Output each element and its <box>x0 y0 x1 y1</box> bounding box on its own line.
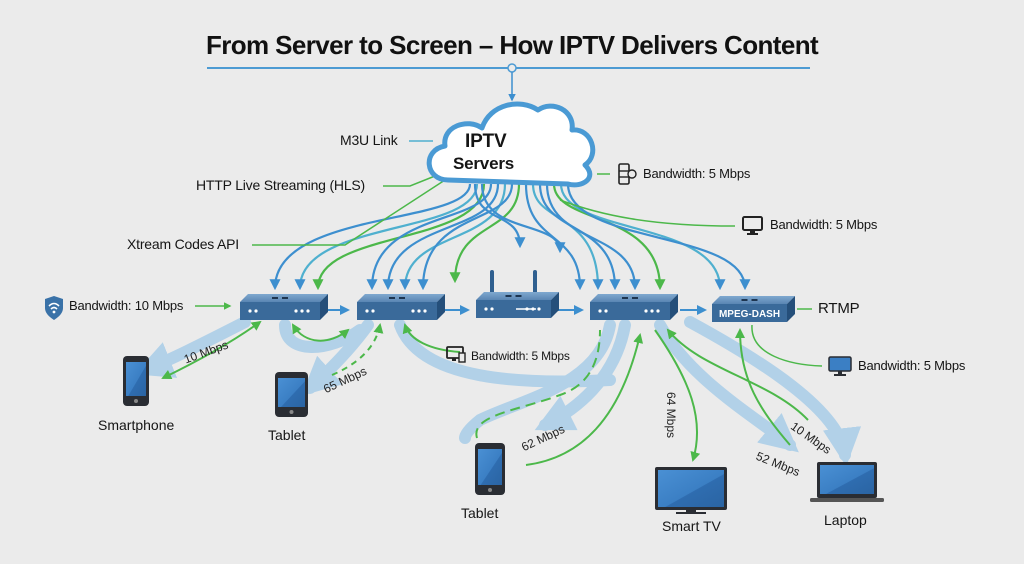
fanout-line <box>449 183 521 284</box>
fanout-line <box>566 183 751 291</box>
cloud-label-line2: Servers <box>453 154 514 173</box>
fanout-line <box>545 183 641 291</box>
fanout-line <box>552 183 666 291</box>
fanout-line <box>294 183 479 291</box>
green-laptop-arrow-2 <box>735 328 791 446</box>
cloud-iptv-servers[interactable] <box>426 101 596 188</box>
flow-switch3-laptop <box>654 319 799 453</box>
device-label-tablet-1: Tablet <box>268 427 306 443</box>
client-devices <box>123 356 884 514</box>
cloud-fanout-lines <box>269 183 751 291</box>
device-label-smart-tv: Smart TV <box>662 518 721 534</box>
bw-right-leader <box>751 324 823 367</box>
protocol-rtmp: RTMP <box>818 300 860 317</box>
device-label-laptop: Laptop <box>824 512 867 528</box>
xtream-leader <box>252 179 446 246</box>
network-switch-icon[interactable]: MPEG-DASH <box>712 296 795 322</box>
green-bw-center-arrow <box>402 323 461 353</box>
network-nodes: MPEG-DASH <box>240 270 795 322</box>
page-title: From Server to Screen – How IPTV Deliver… <box>205 30 819 60</box>
protocol-hls: HTTP Live Streaming (HLS) <box>196 177 366 193</box>
wifi-shield-icon <box>45 296 63 320</box>
bw-right: Bandwidth: 5 Mbps <box>858 358 966 373</box>
rate-smart-tv: 64 Mbps <box>664 391 679 439</box>
green-switch1-switch2 <box>291 323 350 342</box>
fanout-line <box>269 183 472 291</box>
tablet-icon[interactable] <box>475 443 505 495</box>
fanout-line <box>399 183 507 291</box>
bw-center: Bandwidth: 5 Mbps <box>471 349 570 363</box>
protocol-m3u: M3U Link <box>340 132 398 148</box>
bw-top-right: Bandwidth: 5 Mbps <box>643 166 751 181</box>
server-sync-icon <box>618 163 637 185</box>
network-switch-icon[interactable] <box>240 294 328 320</box>
fanout-line <box>366 183 493 291</box>
green-tablet2-arrow <box>525 333 644 466</box>
cloud-label-line1: IPTV <box>465 131 507 152</box>
bw-mid-right-leader <box>559 199 736 227</box>
monitor-icon <box>742 216 763 235</box>
router-icon[interactable] <box>476 270 559 318</box>
green-tablet2-dashed <box>475 329 601 439</box>
network-switch-icon[interactable] <box>590 294 678 320</box>
green-device-arrows <box>161 320 809 466</box>
network-switch-icon[interactable] <box>357 294 445 320</box>
mpeg-dash-label: MPEG-DASH <box>719 309 780 320</box>
green-tablet1-dashed <box>331 323 384 376</box>
green-laptop-arrow-1 <box>666 328 809 421</box>
fanout-line <box>473 183 526 249</box>
laptop-icon[interactable] <box>810 462 884 502</box>
desktop-computer-icon <box>446 346 466 363</box>
fanout-line <box>382 183 500 291</box>
bw-left: Bandwidth: 10 Mbps <box>69 298 184 313</box>
smart-tv-icon[interactable] <box>655 467 727 514</box>
green-smartphone-link <box>161 320 262 379</box>
monitor-icon <box>828 356 852 376</box>
flow-switch1-switch2 <box>279 319 366 353</box>
flow-switch2-tablet1 <box>301 319 374 396</box>
bw-mid-right: Bandwidth: 5 Mbps <box>770 217 878 232</box>
flow-switch3-laptop-2 <box>684 316 862 467</box>
smartphone-icon[interactable] <box>123 356 149 406</box>
device-label-tablet-2: Tablet <box>461 505 499 521</box>
fanout-line <box>480 183 566 254</box>
flow-switch3-tablet2-b <box>534 319 631 431</box>
flow-switch3-tablet2-a <box>459 319 616 444</box>
fanout-line <box>417 183 514 291</box>
protocol-xtream: Xtream Codes API <box>127 236 239 252</box>
fanout-line <box>559 183 726 291</box>
title-connector-dot <box>507 63 517 73</box>
tablet-icon[interactable] <box>275 372 308 417</box>
device-label-smartphone: Smartphone <box>98 417 175 433</box>
green-smarttv-arrow <box>654 329 701 462</box>
